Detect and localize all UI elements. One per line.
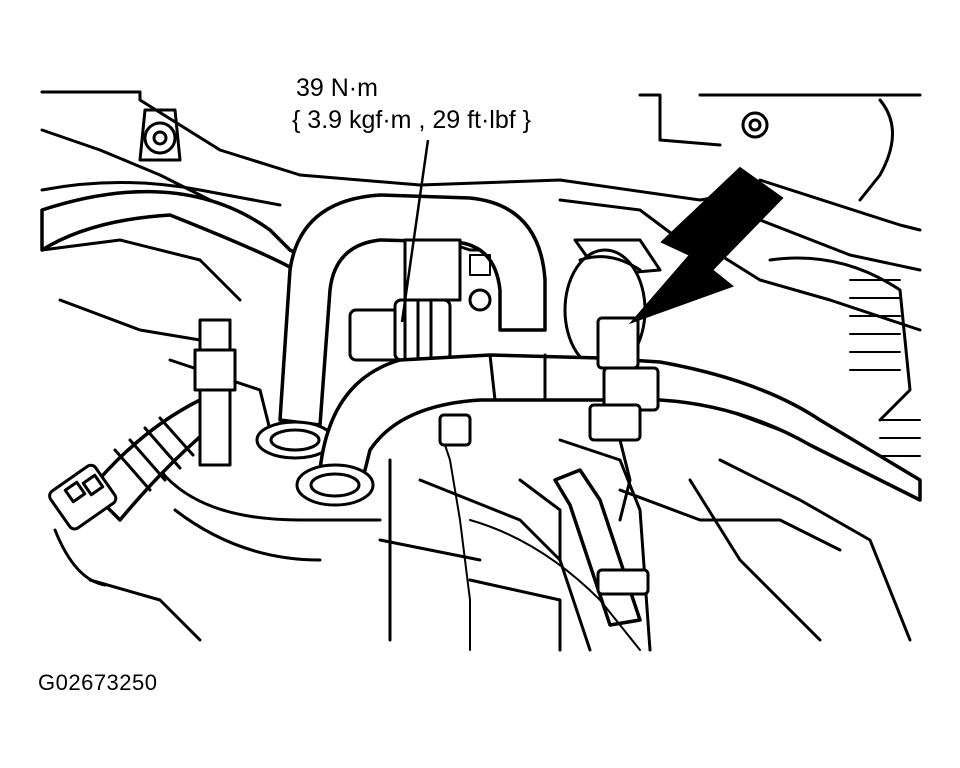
right-s-hose (295, 353, 922, 507)
hose-connector-clip (588, 316, 660, 522)
pointer-arrow (628, 166, 784, 325)
stud-bolt (193, 318, 237, 467)
torque-leader-line (400, 139, 430, 323)
sensor-wire (438, 413, 641, 651)
torque-value-conversions: { 3.9 kgf·m , 29 ft·lbf } (292, 106, 532, 134)
upper-left-hose (40, 189, 302, 272)
oxygen-sensor (48, 398, 222, 587)
torque-value-metric: 39 N·m (296, 74, 378, 102)
lower-drop-hose (518, 468, 650, 627)
mounting-bolts (138, 108, 769, 162)
torque-fitting (348, 238, 492, 362)
torque-callout: 39 N·m { 3.9 kgf·m , 29 ft·lbf } (292, 72, 531, 136)
figure-code: G02673250 (38, 670, 158, 695)
left-loop-hose (255, 193, 547, 460)
